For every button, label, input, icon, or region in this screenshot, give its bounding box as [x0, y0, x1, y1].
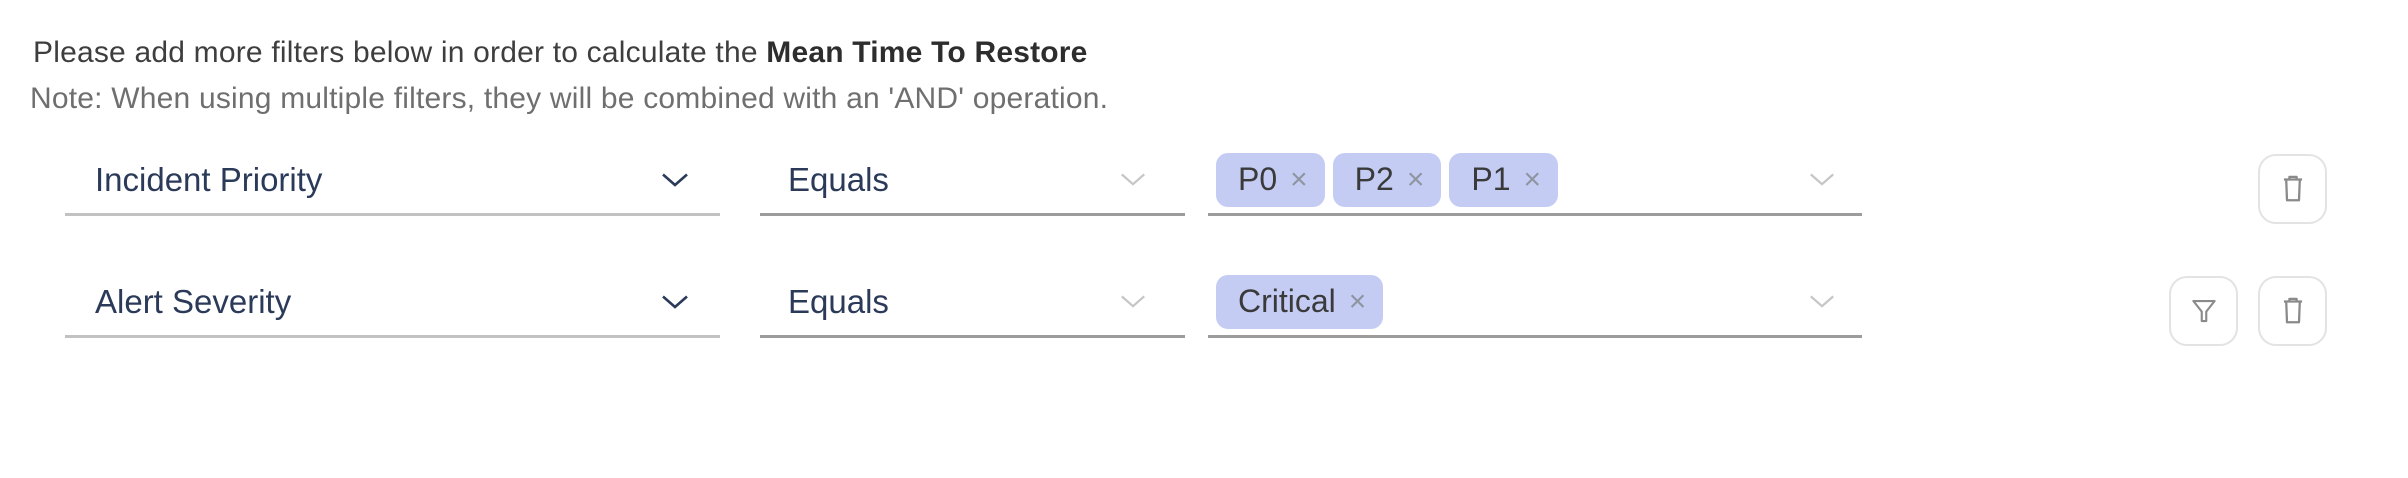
trash-icon	[2283, 297, 2302, 324]
operator-select-value: Equals	[788, 282, 889, 320]
selected-tags: Critical ×	[1216, 274, 1384, 329]
operator-select[interactable]: Equals	[760, 268, 1185, 338]
tag: P0 ×	[1216, 152, 1325, 207]
chevron-down-icon	[1808, 172, 1836, 187]
tag-close-icon[interactable]: ×	[1523, 162, 1542, 196]
filter-row-incident-priority: Incident Priority Equals P	[0, 146, 2408, 224]
tag-close-icon[interactable]: ×	[1348, 284, 1367, 318]
delete-filter-button[interactable]	[2258, 276, 2327, 346]
field-select-value: Alert Severity	[95, 282, 292, 320]
and-operation-note: Note: When using multiple filters, they …	[30, 82, 1109, 115]
apply-filter-button[interactable]	[2169, 276, 2238, 346]
chevron-down-icon	[660, 172, 690, 188]
instruction-text: Please add more filters below in order t…	[33, 36, 2408, 70]
operator-select[interactable]: Equals	[760, 146, 1185, 216]
trash-icon	[2283, 175, 2302, 202]
selected-tags: P0 × P2 × P1 ×	[1216, 152, 1559, 207]
chevron-down-icon	[1119, 294, 1147, 309]
tag: P2 ×	[1332, 152, 1442, 207]
chevron-down-icon	[660, 294, 690, 310]
delete-filter-button[interactable]	[2258, 154, 2327, 224]
row-actions	[2169, 276, 2327, 346]
tag-label: Critical	[1238, 283, 1336, 319]
filter-rows: Incident Priority Equals P	[0, 146, 2408, 346]
tag: P1 ×	[1449, 152, 1559, 207]
tag-close-icon[interactable]: ×	[1406, 162, 1425, 196]
field-select-value: Incident Priority	[95, 160, 323, 198]
tag: Critical ×	[1216, 274, 1384, 329]
values-multiselect[interactable]: Critical ×	[1208, 268, 1862, 338]
operator-select-value: Equals	[788, 160, 889, 198]
chevron-down-icon	[1119, 172, 1147, 187]
row-actions	[2258, 154, 2327, 224]
tag-label: P1	[1471, 161, 1511, 197]
filter-row-alert-severity: Alert Severity Equals Crit	[0, 268, 2408, 346]
field-select[interactable]: Incident Priority	[65, 146, 720, 216]
values-multiselect[interactable]: P0 × P2 × P1 ×	[1208, 146, 1862, 216]
tag-close-icon[interactable]: ×	[1290, 162, 1308, 196]
tag-label: P0	[1238, 161, 1278, 197]
chevron-down-icon	[1808, 294, 1836, 309]
metric-name: Mean Time To Restore	[766, 36, 1088, 69]
instruction-prefix: Please add more filters below in order t…	[33, 36, 767, 69]
funnel-icon	[2191, 299, 2216, 323]
field-select[interactable]: Alert Severity	[65, 268, 720, 338]
filters-panel: Please add more filters below in order t…	[0, 36, 2408, 346]
tag-label: P2	[1354, 161, 1394, 197]
